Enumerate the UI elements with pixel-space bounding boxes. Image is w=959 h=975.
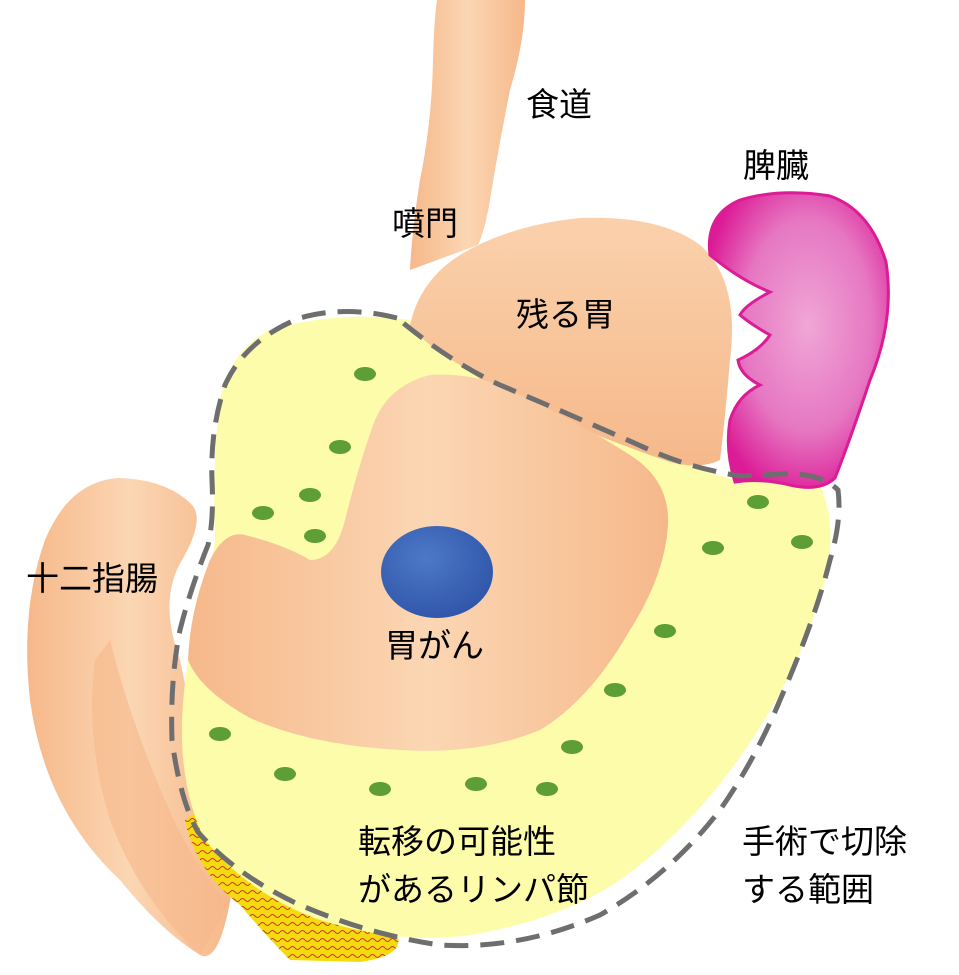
lymph-node-icon [369, 782, 391, 796]
lymph-nodes [209, 367, 813, 796]
gastric-cancer-label: 胃がん [385, 626, 484, 665]
resection-range-border [169, 309, 842, 949]
lymph-node-icon [561, 740, 583, 754]
lymph-node-icon [604, 683, 626, 697]
lymph-node-icon [209, 727, 231, 741]
esophagus-organ [410, 0, 525, 270]
lymph-node-icon [304, 529, 326, 543]
lymph-node-icon [354, 367, 376, 381]
spleen-label: 脾臓 [743, 146, 809, 185]
lymph-node-icon [329, 440, 351, 454]
lymph-nodes-label-line-2: があるリンパ節 [358, 870, 589, 909]
lymph-node-icon [654, 624, 676, 638]
resection-range-label-line-1: 手術で切除 [742, 822, 907, 861]
lymph-node-icon [299, 488, 321, 502]
resection-range-label-line-2: する範囲 [742, 870, 874, 909]
duodenum-label: 十二指腸 [26, 559, 158, 598]
resection-range-label: 手術で切除 する範囲 [742, 818, 907, 914]
lymph-node-icon [465, 777, 487, 791]
remaining-stomach-organ [410, 217, 732, 466]
tumor-icon [381, 526, 493, 618]
lymph-node-icon [252, 506, 274, 520]
cardia-label: 噴門 [392, 204, 458, 243]
lymph-node-icon [274, 767, 296, 781]
spleen-organ [707, 191, 890, 489]
lymph-node-icon [536, 782, 558, 796]
lymph-nodes-label: 転移の可能性 があるリンパ節 [358, 818, 589, 914]
lymph-node-icon [791, 535, 813, 549]
duodenum-organ-lower [92, 640, 228, 955]
lymph-node-icon [747, 495, 769, 509]
remaining-stomach-label: 残る胃 [516, 295, 615, 334]
lymph-nodes-label-line-1: 転移の可能性 [358, 822, 556, 861]
esophagus-label: 食道 [526, 85, 592, 124]
lymph-node-icon [702, 541, 724, 555]
